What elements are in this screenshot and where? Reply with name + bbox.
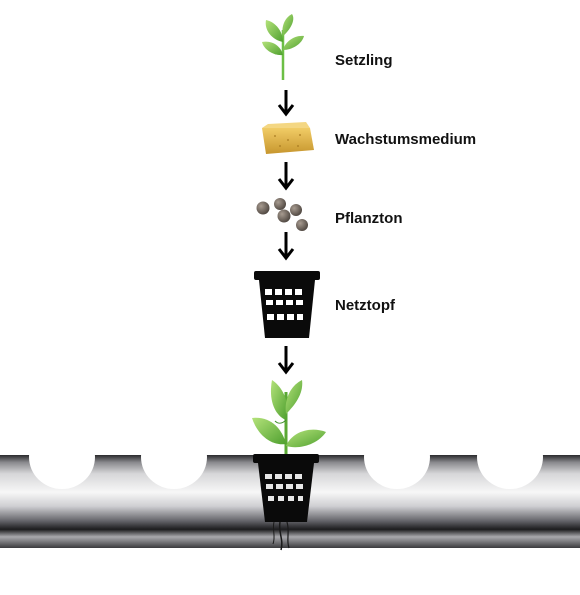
potted-plant-in-pipe-icon xyxy=(252,380,326,551)
arrow-down-icon xyxy=(277,346,295,375)
pipe-hole xyxy=(141,425,207,489)
step-label-clay-pebbles: Pflanzton xyxy=(335,210,403,227)
clay-pebbles-icon xyxy=(256,198,308,231)
step-label-net-pot: Netztopf xyxy=(335,297,395,314)
growing-medium-icon xyxy=(262,122,314,154)
pipe-hole xyxy=(364,425,430,489)
pipe-hole xyxy=(477,425,543,489)
arrow-down-icon xyxy=(277,162,295,191)
step-label-seedling: Setzling xyxy=(335,52,393,69)
step-label-growing-medium: Wachstumsmedium xyxy=(335,131,477,148)
pipe-hole xyxy=(29,425,95,489)
net-pot-icon xyxy=(254,271,320,338)
arrow-down-icon xyxy=(277,232,295,261)
seedling-icon xyxy=(262,14,304,80)
arrow-down-icon xyxy=(277,90,295,117)
